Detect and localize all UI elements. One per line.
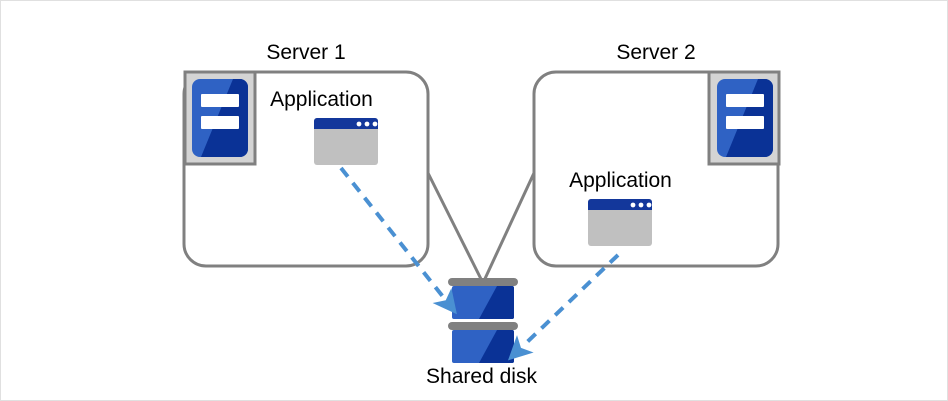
dashed-arrow-app1-to-disk — [339, 166, 457, 315]
application-dot — [356, 121, 362, 127]
disk-platter-top-shading — [479, 286, 514, 319]
application-window-icon[interactable] — [588, 199, 652, 246]
server-2-label: Server 2 — [616, 41, 696, 64]
application-window-icon[interactable] — [314, 118, 378, 165]
server-2-application-label: Application — [569, 169, 672, 192]
connector-server1-to-disk — [426, 172, 485, 284]
data-flow-arrows — [339, 166, 620, 361]
server-2-application-icon[interactable] — [588, 199, 652, 246]
application-dot — [372, 121, 378, 127]
shared-disk-label: Shared disk — [426, 365, 537, 388]
application-dot — [646, 202, 652, 208]
server-1-application-label: Application — [270, 88, 373, 111]
server-2-chassis-icon — [707, 70, 781, 166]
disk-top-bar — [448, 278, 518, 286]
application-dot — [364, 121, 370, 127]
server-icon-bar-bottom — [201, 116, 239, 129]
server-icon-bar-top — [201, 94, 239, 107]
server-1-application-icon[interactable] — [314, 118, 378, 165]
application-dot — [638, 202, 644, 208]
server-1-chassis-icon — [183, 70, 257, 166]
disk-platter-bottom-shading — [479, 330, 514, 363]
server-icon-bar-top — [726, 94, 764, 107]
server-icon-bar-bottom — [726, 116, 764, 129]
disk-middle-bar — [448, 322, 518, 330]
application-titlebar — [314, 118, 378, 129]
dashed-arrow-app2-to-disk — [507, 253, 620, 361]
application-dot — [630, 202, 636, 208]
server-1-label: Server 1 — [266, 41, 346, 64]
shared-disk-icon[interactable] — [448, 278, 518, 363]
application-titlebar — [588, 199, 652, 210]
connector-server2-to-disk — [481, 172, 536, 284]
cluster-connector-lines — [426, 172, 536, 284]
